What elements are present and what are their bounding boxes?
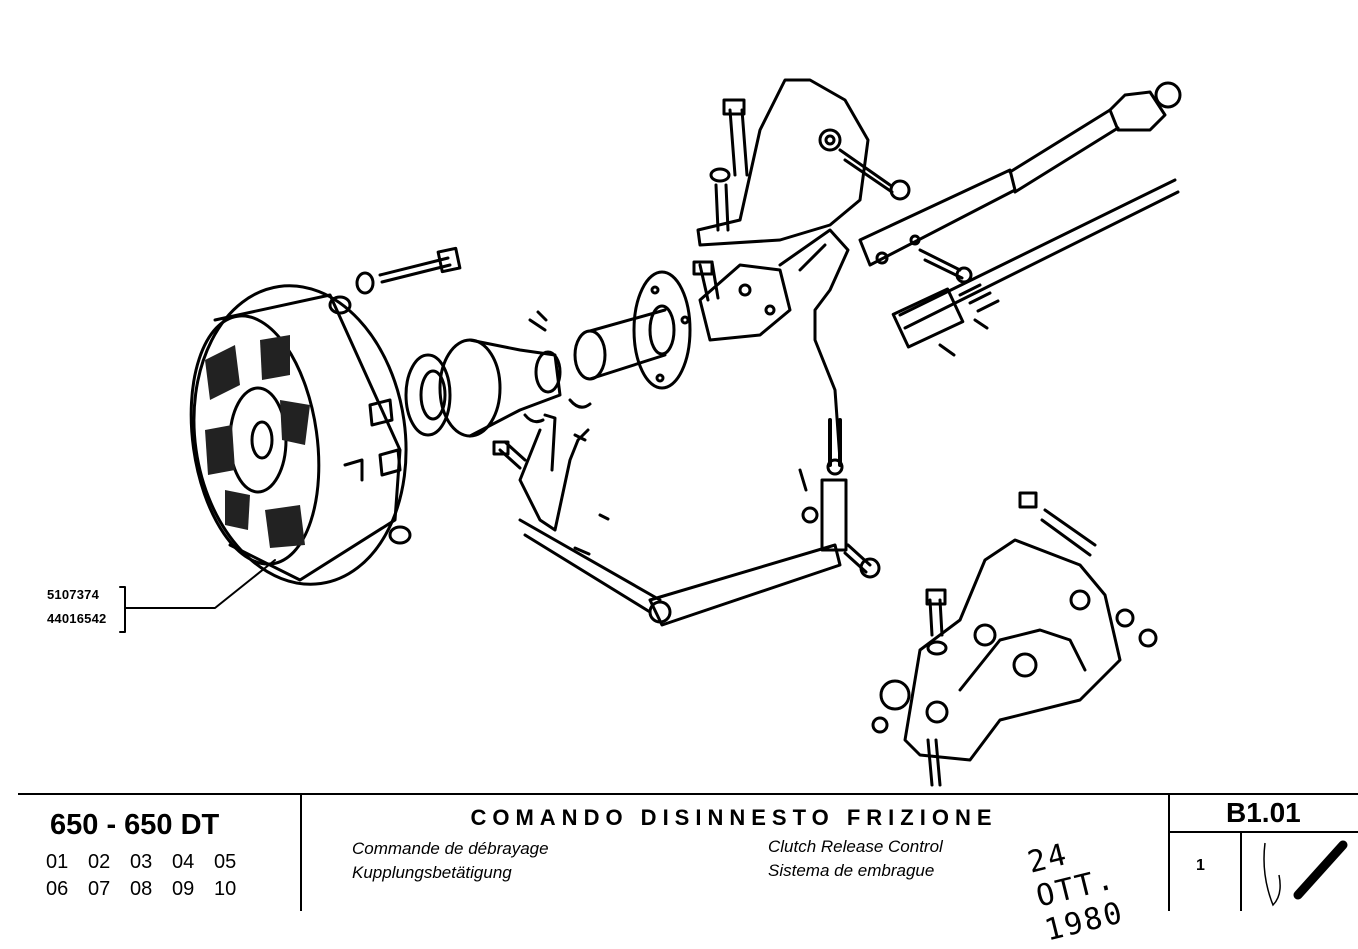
title-english: Clutch Release Control: [768, 837, 943, 856]
signature-icon: [1263, 840, 1348, 907]
divider: [1240, 833, 1242, 911]
sheet-number: 1: [1196, 857, 1205, 874]
fork-shaft-icon: [492, 413, 842, 627]
variant-code: 02: [88, 851, 111, 873]
guide-sleeve-icon: [573, 270, 692, 390]
model-name: 650 - 650 DT: [50, 809, 220, 841]
variant-code: 09: [172, 878, 195, 900]
part-number-1: 5107374: [47, 587, 100, 602]
title-block: 650 - 650 DT 01 02 03 04 05 06 07 08 09 …: [18, 793, 1358, 949]
variant-code: 05: [214, 851, 237, 873]
variant-code: 07: [88, 878, 111, 900]
variant-code: 03: [130, 851, 153, 873]
clutch-assembly-icon: [189, 284, 412, 586]
exploded-parts-drawing: [119, 78, 1182, 787]
title-italian: COMANDO DISINNESTO FRIZIONE: [470, 805, 998, 830]
date-stamp: 24 OTT. 1980: [1024, 836, 1128, 949]
reference-cell: B1.01 1: [1168, 795, 1358, 911]
title-german: Kupplungsbetätigung: [352, 863, 512, 882]
title-spanish: Sistema de embrague: [768, 861, 935, 880]
model-cell: 650 - 650 DT 01 02 03 04 05 06 07 08 09 …: [18, 795, 302, 911]
lower-bracket-icon: [871, 491, 1158, 787]
variant-list: 01 02 03 04 05 06 07 08 09 10: [46, 851, 246, 901]
release-bearing-icon: [404, 310, 592, 438]
adjusting-rod-icon: [858, 81, 1182, 357]
variant-code: 08: [130, 878, 153, 900]
title-cell: COMANDO DISINNESTO FRIZIONE Commande de …: [300, 795, 1170, 949]
reference-code: B1.01: [1226, 797, 1301, 828]
title-french: Commande de débrayage: [352, 839, 549, 858]
variant-code: 06: [46, 878, 69, 900]
variant-code: 04: [172, 851, 195, 873]
variant-code: 10: [214, 878, 237, 900]
variant-code: 01: [46, 851, 69, 873]
part-number-2: 44016542: [47, 611, 107, 626]
pedal-bracket-icon: [696, 78, 911, 247]
divider: [1168, 831, 1358, 833]
